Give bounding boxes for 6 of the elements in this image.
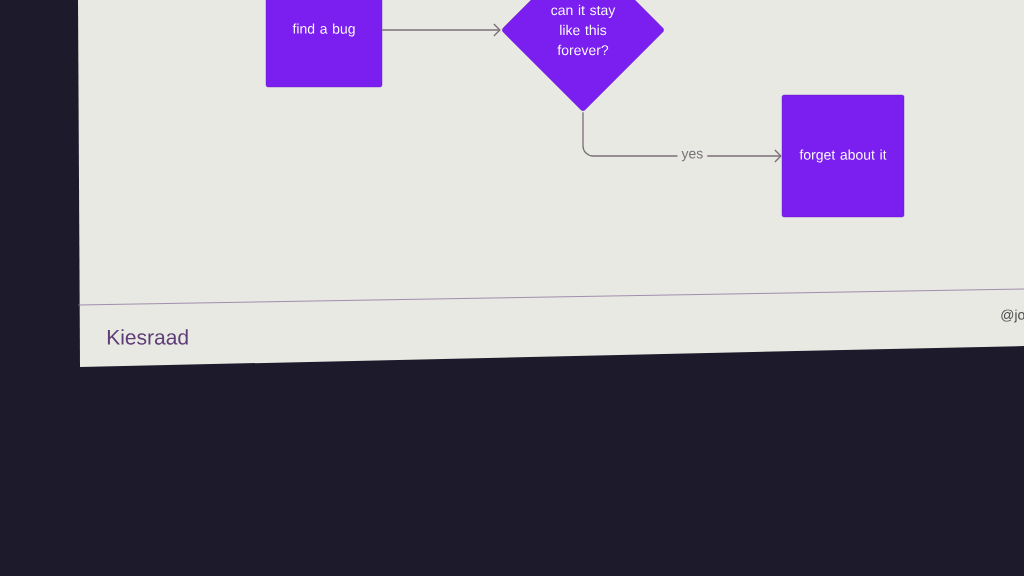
footer-handle: @jo xyxy=(1001,309,1024,323)
arrow xyxy=(582,111,782,163)
process-box: forget about it xyxy=(781,94,905,218)
footer-title: Kiesraad xyxy=(107,329,188,345)
arrow xyxy=(381,23,501,37)
process-box: find a bug xyxy=(265,0,383,88)
